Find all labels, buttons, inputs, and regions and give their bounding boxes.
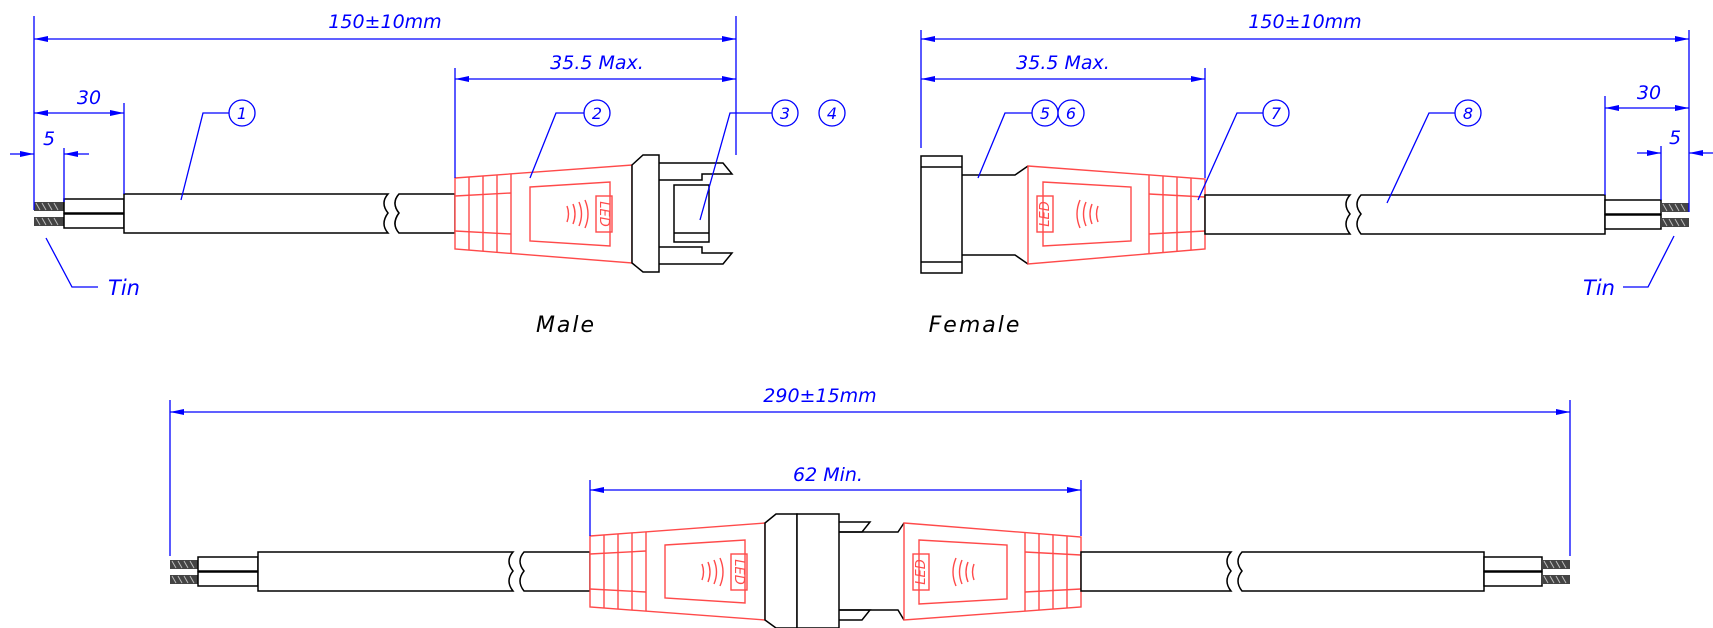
assembly-dimensions: 290±15mm 62 Min. [169, 385, 1571, 556]
male-balloons: 1 2 3 4 [180, 99, 846, 221]
assembly-left-led-marking: LED [731, 559, 746, 584]
balloon-3-label: 3 [780, 104, 790, 123]
male-strip-length: 30 [77, 87, 101, 109]
balloon-7 [1262, 99, 1290, 127]
balloon-8 [1454, 99, 1482, 127]
balloon-7-label: 7 [1271, 104, 1282, 123]
mated-assembly: LED LED [170, 513, 1570, 628]
female-led-marking: LED [1038, 201, 1053, 226]
male-tinned-ends [34, 202, 64, 226]
female-cable: LED [920, 155, 1689, 274]
female-caption: Female [929, 313, 1022, 338]
female-tin-label: Tin [1583, 276, 1615, 300]
female-connector-boot: LED [1027, 165, 1206, 265]
female-tinned-ends [1661, 203, 1689, 227]
male-dimensions: 150±10mm 35.5 Max. 30 5 Tin Male [10, 11, 737, 338]
female-connector-max: 35.5 Max. [1016, 52, 1110, 74]
balloon-6 [1057, 99, 1085, 127]
balloon-6-label: 6 [1066, 104, 1076, 123]
balloon-2 [583, 99, 611, 127]
assembly-right-led-marking: LED [914, 559, 929, 584]
balloon-4 [818, 99, 846, 127]
balloon-5-label: 5 [1040, 104, 1050, 123]
balloon-1 [228, 99, 256, 127]
assembly-total-length: 290±15mm [763, 385, 876, 407]
male-led-marking: LED [596, 201, 611, 226]
female-dimensions: 150±10mm 35.5 Max. 30 5 Tin Female [920, 11, 1713, 338]
balloon-2-label: 2 [592, 104, 602, 123]
male-tin-label: Tin [108, 276, 140, 300]
balloon-4-label: 4 [827, 104, 837, 123]
female-strip-length: 30 [1637, 82, 1661, 104]
female-balloons: 5 6 7 8 [977, 99, 1482, 204]
male-connector-max: 35.5 Max. [550, 52, 644, 74]
male-connector-head [631, 154, 734, 273]
male-caption: Male [536, 313, 596, 338]
balloon-8-label: 8 [1463, 104, 1473, 123]
male-tin-length: 5 [43, 128, 55, 150]
female-connector-head [920, 155, 1029, 274]
male-total-length: 150±10mm [328, 11, 441, 33]
female-total-length: 150±10mm [1248, 11, 1361, 33]
assembly-mated-min: 62 Min. [793, 464, 863, 486]
female-tin-length: 5 [1669, 127, 1681, 149]
male-connector-boot: LED [454, 164, 633, 264]
balloon-1-label: 1 [237, 104, 247, 123]
male-cable: LED [34, 154, 734, 273]
balloon-3 [771, 99, 799, 127]
